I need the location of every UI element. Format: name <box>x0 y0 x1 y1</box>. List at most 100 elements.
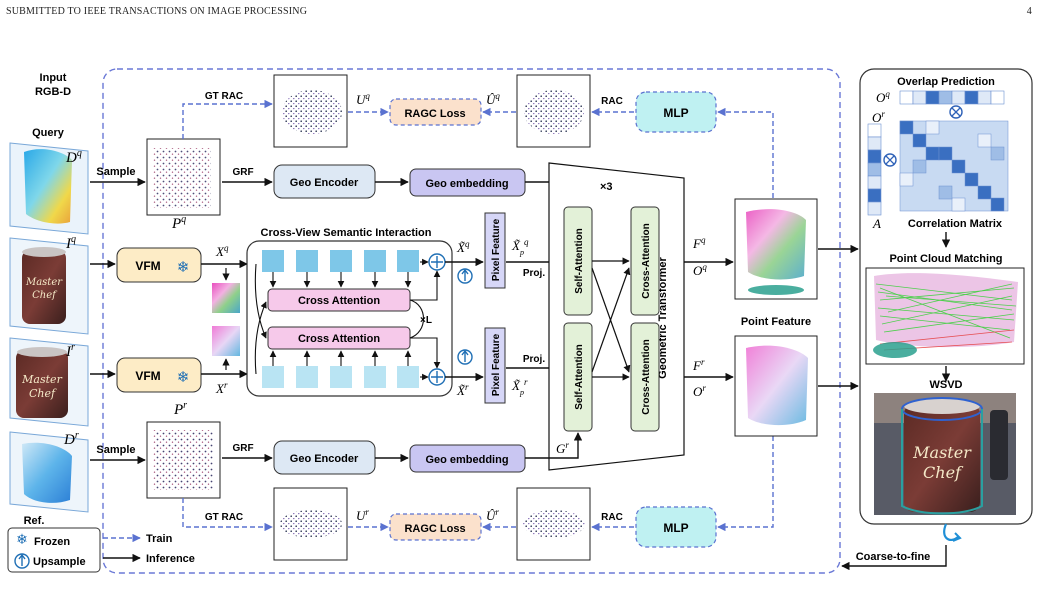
svg-text:Chef: Chef <box>923 463 964 482</box>
ref-vfm-feature-map <box>212 326 240 356</box>
iq-label: Iq <box>65 234 76 252</box>
gt-rac-bottom-label: GT RAC <box>205 512 243 523</box>
pixel-feature-bottom <box>484 327 506 404</box>
query-depth-image <box>9 142 89 235</box>
proj-top-label: Proj. <box>523 268 545 279</box>
coarse-to-fine-label: Coarse-to-fine <box>856 551 931 563</box>
input-title-line2: RGB-D <box>35 86 71 98</box>
pipeline-dashed-frame <box>102 68 841 574</box>
cross-view-semantic-interaction <box>246 240 453 397</box>
self-attention-bottom-label: Self-Attention <box>574 344 585 410</box>
running-title: SUBMITTED TO IEEE TRANSACTIONS ON IMAGE … <box>6 6 308 17</box>
pixel-feature-top-label: Pixel Feature <box>491 218 502 281</box>
point-cloud-matching-image <box>865 267 1025 365</box>
pixel-feature-top <box>484 212 506 289</box>
vfm-top <box>116 247 202 283</box>
svg-text:Chef: Chef <box>32 290 58 301</box>
snowflake-icon: ❄ <box>16 533 28 548</box>
ir-label: Ir <box>65 342 75 360</box>
xl-label: ×L <box>420 315 432 326</box>
overlap-vector-ref <box>867 123 882 216</box>
ragc-loss-top <box>389 98 482 126</box>
cross-attention-vertical-top-label: Cross-Attention <box>641 223 652 299</box>
pr-label: Pr <box>173 400 187 418</box>
rac-top-label: RAC <box>601 96 623 107</box>
mlp-bottom <box>635 506 717 548</box>
legend-inference: Inference <box>146 553 195 565</box>
cross-attention-2-label: Cross Attention <box>298 333 380 345</box>
uq-label: Uq <box>356 91 370 107</box>
geo-encoder-bottom-label: Geo Encoder <box>290 453 359 465</box>
overlap-prediction-title: Overlap Prediction <box>897 76 995 88</box>
vfm-bottom <box>116 357 202 393</box>
rac-bottom-label: RAC <box>601 512 623 523</box>
uhat-q-label: Ûq <box>486 91 500 107</box>
geo-embedding-top-label: Geo embedding <box>425 178 508 190</box>
query-vfm-feature-map <box>212 283 240 313</box>
xtpr-label: X̃pr <box>511 377 528 397</box>
cross-attention-1-label: Cross Attention <box>298 295 380 307</box>
xtr-label: X̃r <box>456 382 469 398</box>
xq-label: Xq <box>215 243 229 259</box>
x3-label: ×3 <box>600 181 613 193</box>
geometric-transformer-label: Geometric Transformer <box>657 256 669 378</box>
dq-label: Dq <box>65 148 82 166</box>
mlp-bottom-label: MLP <box>663 521 688 535</box>
snowflake-icon-vfm-bottom: ❄ <box>177 370 190 386</box>
correlation-matrix <box>899 120 1009 212</box>
ref-token-row <box>262 366 419 388</box>
gt-rac-top-label: GT RAC <box>205 91 243 102</box>
oq-matrix-label: Oq <box>876 89 890 105</box>
sample-top-label: Sample <box>96 166 135 178</box>
dr-label: Dr <box>63 430 79 448</box>
xtpq-label: X̃pq <box>511 237 529 257</box>
grf-top-label: GRF <box>232 167 253 178</box>
grf-bottom-label: GRF <box>232 443 253 454</box>
point-cloud-matching-title: Point Cloud Matching <box>889 253 1002 265</box>
query-rgb-image: Master Chef <box>9 237 89 335</box>
legend-train: Train <box>146 533 173 545</box>
query-label: Query <box>32 127 65 139</box>
xr-label: Xr <box>215 380 228 396</box>
ragc-loss-bottom-label: RAGC Loss <box>404 523 465 535</box>
self-attention-top-label: Self-Attention <box>574 228 585 294</box>
geo-encoder-top-label: Geo Encoder <box>290 177 359 189</box>
legend-upsample: Upsample <box>33 556 86 568</box>
oq-label: Oq <box>693 262 707 278</box>
pq-label: Pq <box>171 214 186 232</box>
svg-text:Chef: Chef <box>29 387 57 400</box>
pixel-feature-bottom-label: Pixel Feature <box>491 333 502 396</box>
ref-rgb-image: Master Chef <box>9 337 89 427</box>
wsvd-label: WSVD <box>930 379 963 391</box>
gr-label: Gr <box>556 440 569 456</box>
query-token-row <box>262 250 419 272</box>
fq-label: Fq <box>692 235 706 251</box>
ragc-loss-top-label: RAGC Loss <box>404 108 465 120</box>
page-number: 4 <box>1026 6 1032 17</box>
ref-depth-image <box>9 431 89 513</box>
xtq-label: X̃q <box>456 239 470 255</box>
cross-attention-vertical-top <box>630 206 660 316</box>
vfm-bottom-label: VFM <box>135 369 160 383</box>
mlp-top-label: MLP <box>663 106 688 120</box>
legend-frozen: Frozen <box>34 536 70 548</box>
vfm-top-label: VFM <box>135 259 160 273</box>
correlation-matrix-label: Correlation Matrix <box>908 218 1003 230</box>
cross-attention-vertical-bottom <box>630 322 660 432</box>
svg-text:Master: Master <box>25 277 63 288</box>
a-label: A <box>872 216 881 231</box>
ur-label: Ur <box>356 507 369 523</box>
fr-label: Fr <box>692 357 705 373</box>
mlp-top <box>635 91 717 133</box>
ragc-loss-bottom <box>389 513 482 541</box>
svg-text:Master: Master <box>21 373 62 386</box>
geo-embedding-bottom-label: Geo embedding <box>425 454 508 466</box>
snowflake-icon-vfm-top: ❄ <box>177 260 190 276</box>
or-matrix-label: Or <box>872 109 885 125</box>
point-feature-label: Point Feature <box>741 316 811 328</box>
cross-attention-vertical-bottom-label: Cross-Attention <box>641 339 652 415</box>
registration-result-image: Master Chef <box>874 393 1016 515</box>
ref-label: Ref. <box>24 515 45 527</box>
proj-bottom-label: Proj. <box>523 354 545 365</box>
legend: ❄ Frozen Upsample <box>7 527 101 573</box>
